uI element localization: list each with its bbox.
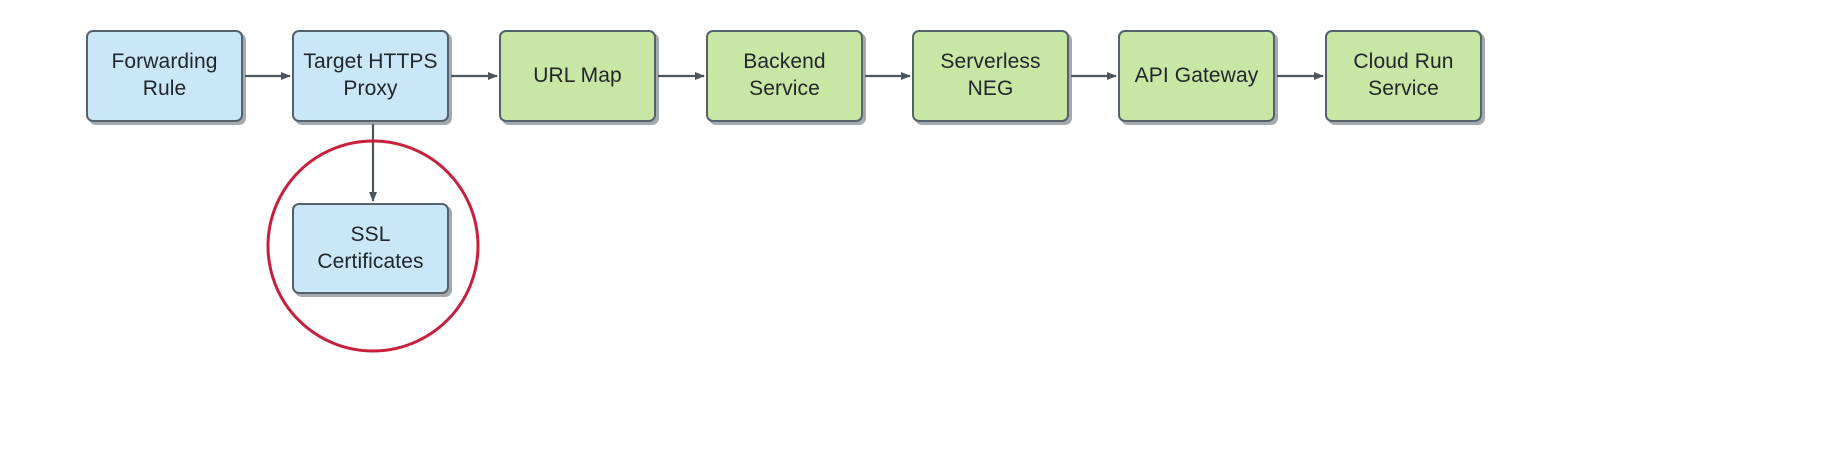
node-api-gateway[interactable]: API Gateway (1118, 30, 1275, 122)
node-label-target-https-proxy: Target HTTPS Proxy (303, 50, 438, 100)
node-target-https-proxy[interactable]: Target HTTPS Proxy (292, 30, 449, 122)
node-forwarding-rule[interactable]: Forwarding Rule (86, 30, 243, 122)
node-label-api-gateway: API Gateway (1134, 63, 1259, 87)
node-label-cloud-run-service: Cloud Run Service (1353, 50, 1454, 100)
node-ssl-certificates[interactable]: SSL Certificates (292, 203, 449, 294)
node-cloud-run-service[interactable]: Cloud Run Service (1325, 30, 1482, 122)
node-label-url-map: URL Map (533, 63, 622, 87)
node-label-forwarding-rule: Forwarding Rule (111, 50, 218, 100)
node-url-map[interactable]: URL Map (499, 30, 656, 122)
node-label-ssl-certificates: SSL Certificates (317, 222, 424, 273)
node-label-backend-service: Backend Service (743, 50, 826, 100)
node-serverless-neg[interactable]: Serverless NEG (912, 30, 1069, 122)
node-label-serverless-neg: Serverless NEG (940, 50, 1041, 100)
node-backend-service[interactable]: Backend Service (706, 30, 863, 122)
